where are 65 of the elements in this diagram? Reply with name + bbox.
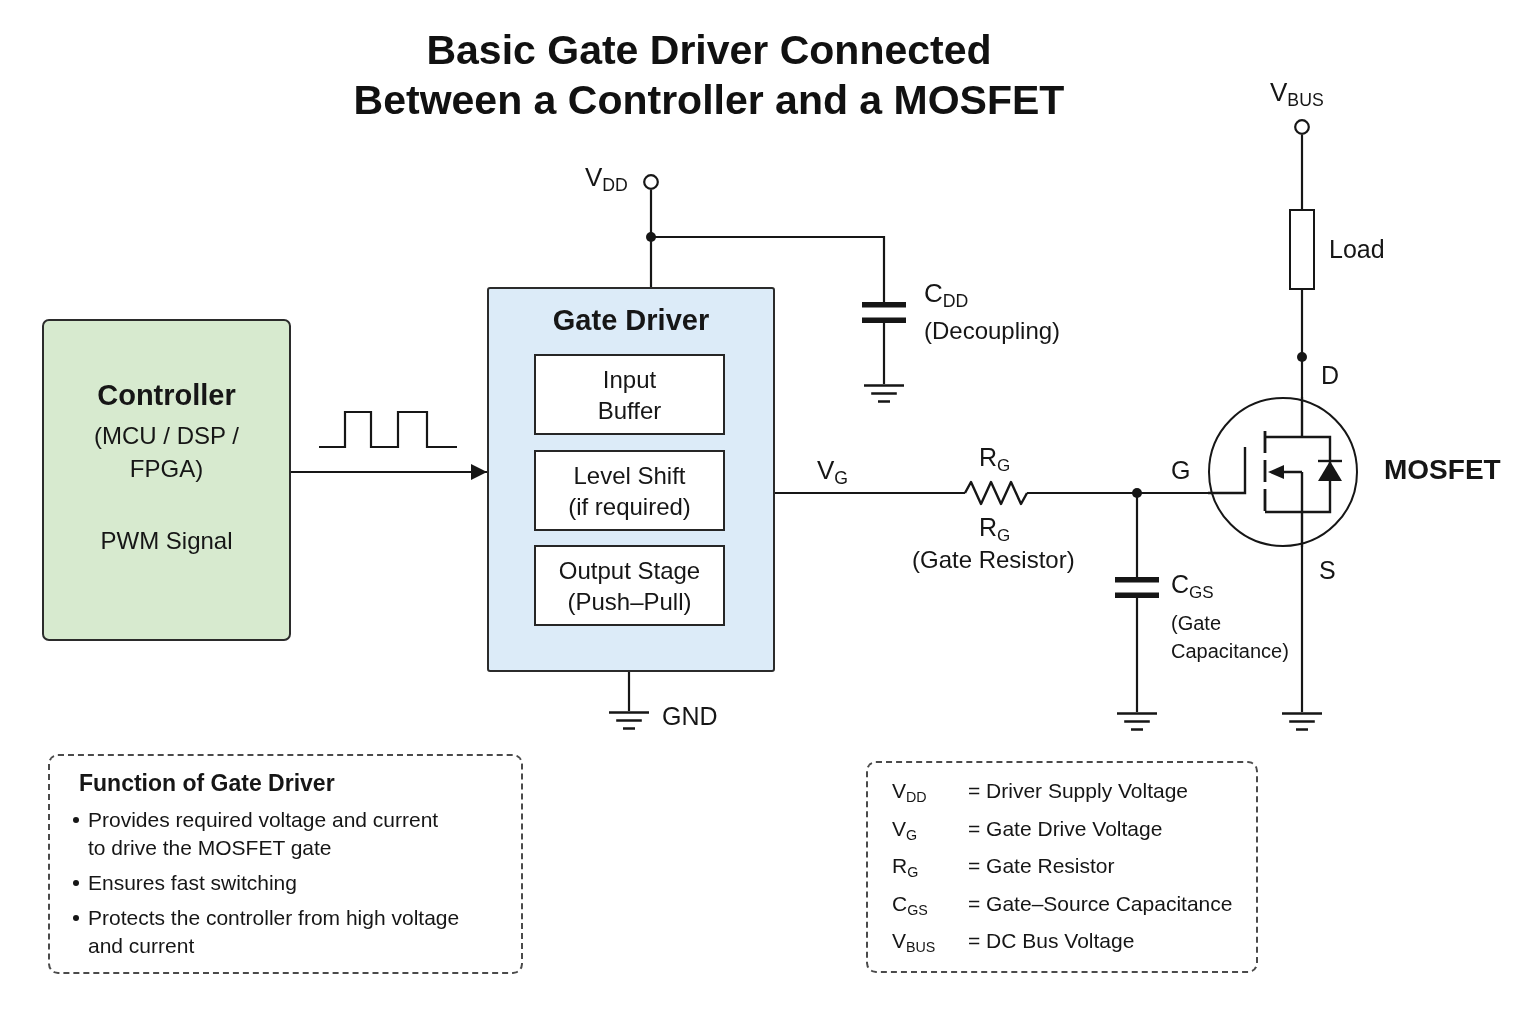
bullet-text: Provides required voltage and current to drive the MOSFET gate xyxy=(88,807,440,861)
pin-label: G xyxy=(1171,455,1191,486)
block-subtitle: (MCU / DSP / FPGA) xyxy=(93,421,240,484)
definition-text: = Gate–Source Capacitance xyxy=(968,890,1233,917)
stage-block xyxy=(534,354,725,435)
component-label: C$_{GS}$ xyxy=(1171,569,1214,600)
notes-panel xyxy=(48,754,523,974)
ground-symbol xyxy=(1117,712,1157,731)
component-label: C$_{DD}$ xyxy=(924,277,969,310)
diagram-title: Basic Gate Driver Connected Between a Controller and a MOSFET xyxy=(352,26,1066,125)
stage-block xyxy=(534,545,725,626)
gate-driver-block xyxy=(487,287,775,672)
wire xyxy=(1300,135,1304,209)
wire xyxy=(1027,488,1142,498)
symbol-text: V$_{G}$ xyxy=(892,815,919,844)
definition-text: = Driver Supply Voltage xyxy=(968,778,1190,804)
wire xyxy=(627,672,631,711)
stage-label: Input Buffer xyxy=(596,364,663,426)
pin-label: D xyxy=(1321,360,1340,391)
block-note: PWM Signal xyxy=(100,526,233,556)
wire xyxy=(775,491,965,495)
component-label: (Gate Resistor) xyxy=(912,545,1075,575)
symbol-text: V$_{BUS}$ xyxy=(892,928,937,956)
bullet-text: Ensures fast switching xyxy=(88,870,297,896)
notes-heading: Function of Gate Driver xyxy=(79,769,336,797)
bullet-text: Protects the controller from high voltage and current xyxy=(88,905,461,959)
component-label: (Gate Capacitance) xyxy=(1171,611,1290,664)
arrow xyxy=(291,464,487,480)
load-symbol xyxy=(1289,209,1315,290)
ground-symbol xyxy=(1282,712,1322,731)
stage-block xyxy=(534,450,725,531)
wire xyxy=(1135,598,1139,712)
symbol-text: V$_{DD}$ xyxy=(892,778,928,806)
symbol-text: R$_{G}$ xyxy=(892,853,920,881)
stage-label: Output Stage (Push–Pull) xyxy=(557,555,702,617)
wire xyxy=(1300,290,1304,397)
stage-label: Level Shift (if required) xyxy=(567,460,692,522)
resistor-symbol xyxy=(965,480,1027,506)
component-label: R$_{G}$ xyxy=(979,442,1011,473)
component-label: GND xyxy=(662,701,718,732)
block-title: Gate Driver xyxy=(552,303,710,337)
component-label: MOSFET xyxy=(1384,453,1501,487)
component-label: V$_{BUS}$ xyxy=(1270,76,1324,109)
definition-text: = Gate Resistor xyxy=(968,853,1116,879)
wire xyxy=(882,323,886,384)
pin-label: S xyxy=(1319,555,1336,586)
definition-text: = Gate Drive Voltage xyxy=(968,815,1164,842)
component-label: V$_{DD}$ xyxy=(585,161,628,194)
transistor-symbol xyxy=(1208,397,1358,547)
component-label: (Decoupling) xyxy=(924,316,1061,346)
symbol-text: C$_{GS}$ xyxy=(892,890,929,919)
controller-block xyxy=(42,319,291,641)
ground-symbol xyxy=(864,384,904,403)
capacitor-symbol xyxy=(1115,577,1159,598)
terminal-symbol xyxy=(643,174,659,190)
wire xyxy=(1300,547,1304,712)
component-label: Load xyxy=(1329,234,1385,265)
edge-label: V$_{G}$ xyxy=(817,454,849,487)
capacitor-symbol xyxy=(862,302,906,323)
ground-symbol xyxy=(609,711,649,730)
block-title: Controller xyxy=(97,378,236,413)
component-label: R$_{G}$ xyxy=(979,512,1011,543)
symbol-table-panel xyxy=(866,761,1258,973)
terminal-symbol xyxy=(1294,119,1310,135)
definition-text: = DC Bus Voltage xyxy=(968,928,1136,954)
